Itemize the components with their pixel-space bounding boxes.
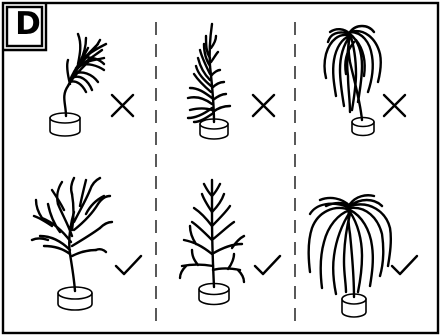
cross-mark-icon [251,93,276,118]
tree-pot-rim [351,116,375,128]
check-mark-icon [114,254,143,276]
tree-branches [30,176,114,293]
panel-label: D [15,6,41,42]
label-badge-outline [3,3,48,52]
spread-tree [30,176,114,311]
clumped-willow [323,24,383,137]
tree-branches [63,32,108,118]
cross-mark-icon [382,93,407,118]
tree-branches [178,178,246,289]
grid-dividers [155,22,296,330]
bent-tree [49,32,108,137]
label-badge-box [5,5,44,48]
check-mark-icon [390,254,419,276]
cross-mark-icon [110,93,135,118]
spread-willow [307,194,393,318]
symmetric-tree [178,178,246,306]
one-sided-tree [186,22,232,140]
tree-branches [186,22,232,124]
check-mark-icon [253,254,282,276]
tree-branches [307,194,393,299]
tree-branches [323,24,383,122]
